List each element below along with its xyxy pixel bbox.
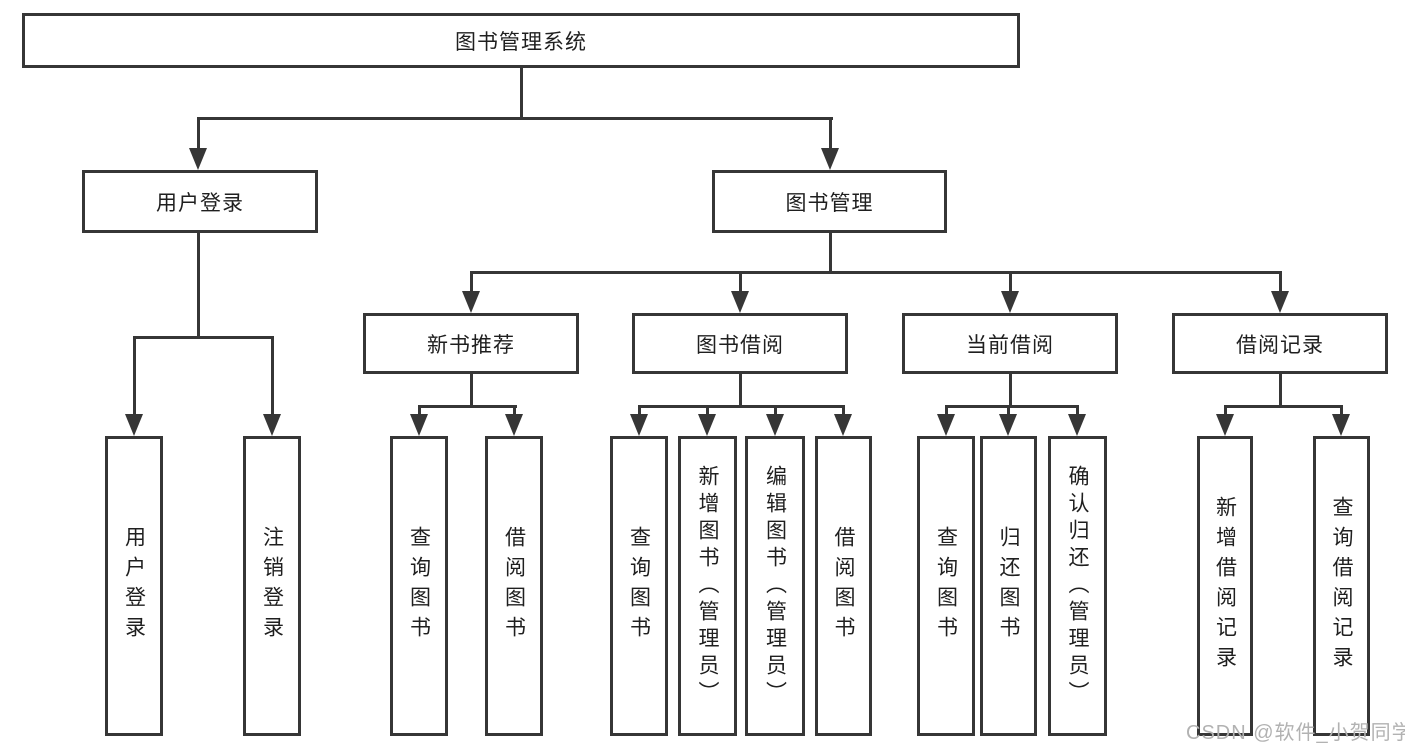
leaf-cb-query-book-label: 查询图书	[934, 526, 958, 646]
connector-borrowrecord-hbar	[1224, 405, 1343, 408]
arrow-book-borrow	[731, 291, 749, 313]
connector-newbook-stub	[470, 374, 473, 408]
node-new-book-recommend: 新书推荐	[363, 313, 579, 374]
leaf-bb-borrow-book: 借阅图书	[815, 436, 872, 736]
leaf-br-query-record: 查询借阅记录	[1313, 436, 1370, 736]
connector-bookborrow-stub	[739, 374, 742, 408]
connector-bookborrow-hbar	[638, 405, 845, 408]
leaf-logout-label: 注销登录	[260, 526, 284, 646]
leaf-br-query-record-label: 查询借阅记录	[1330, 496, 1353, 676]
node-borrow-record: 借阅记录	[1172, 313, 1388, 374]
connector-drop-book-mgmt	[829, 118, 832, 154]
connector-userlogin-hbar	[133, 336, 274, 339]
connector-drop-br-query	[1340, 406, 1343, 420]
leaf-cb-confirm-return-admin-label: 确认归还（管理员）	[1066, 464, 1089, 708]
leaf-cb-confirm-return-admin: 确认归还（管理员）	[1048, 436, 1107, 736]
leaf-bb-edit-book-admin: 编辑图书（管理员）	[745, 436, 805, 736]
arrow-user-login	[189, 148, 207, 170]
leaf-bb-add-book-admin-label: 新增图书（管理员）	[696, 464, 719, 708]
arrow-br-add	[1216, 414, 1234, 436]
connector-userlogin-stub	[197, 233, 200, 339]
connector-drop-nb-borrow	[513, 406, 516, 420]
node-user-login: 用户登录	[82, 170, 318, 233]
arrow-cb-query	[937, 414, 955, 436]
connector-drop-br-add	[1224, 406, 1227, 420]
connector-currentborrow-hbar	[945, 405, 1079, 408]
connector-bookmgmt-stub	[829, 233, 832, 274]
connector-currentborrow-stub	[1009, 374, 1012, 408]
node-book-management: 图书管理	[712, 170, 947, 233]
connector-borrowrecord-stub	[1279, 374, 1282, 408]
leaf-cb-query-book: 查询图书	[917, 436, 975, 736]
connector-drop-user-login	[197, 118, 200, 154]
connector-drop-bb-edit	[774, 406, 777, 420]
arrow-bb-add	[698, 414, 716, 436]
leaf-user-login: 用户登录	[105, 436, 163, 736]
arrow-new-book	[462, 291, 480, 313]
connector-drop-cb-confirm	[1076, 406, 1079, 420]
arrow-nb-query	[410, 414, 428, 436]
connector-drop-leaf-login	[133, 337, 136, 420]
connector-drop-bb-query	[638, 406, 641, 420]
arrow-borrow-record	[1271, 291, 1289, 313]
arrow-bb-edit	[766, 414, 784, 436]
arrow-book-mgmt	[821, 148, 839, 170]
node-root-library-system: 图书管理系统	[22, 13, 1020, 68]
arrow-nb-borrow	[505, 414, 523, 436]
connector-drop-nb-query	[418, 406, 421, 420]
leaf-bb-query-book: 查询图书	[610, 436, 668, 736]
leaf-br-add-record-label: 新增借阅记录	[1213, 496, 1237, 676]
leaf-bb-borrow-book-label: 借阅图书	[832, 526, 855, 646]
connector-drop-borrow-record	[1279, 272, 1282, 297]
connector-drop-current-borrow	[1009, 272, 1012, 297]
arrow-br-query	[1332, 414, 1350, 436]
leaf-nb-query-book: 查询图书	[390, 436, 448, 736]
leaf-user-login-label: 用户登录	[122, 526, 146, 646]
connector-newbook-hbar	[418, 405, 517, 408]
arrow-bb-borrow	[834, 414, 852, 436]
leaf-nb-borrow-book-label: 借阅图书	[502, 526, 526, 646]
arrow-leaf-logout	[263, 414, 281, 436]
connector-drop-bb-add	[706, 406, 709, 420]
leaf-nb-query-book-label: 查询图书	[407, 526, 431, 646]
connector-drop-cb-query	[945, 406, 948, 420]
leaf-bb-query-book-label: 查询图书	[627, 526, 651, 646]
connector-level1-hbar	[197, 117, 833, 120]
leaf-bb-add-book-admin: 新增图书（管理员）	[678, 436, 737, 736]
leaf-nb-borrow-book: 借阅图书	[485, 436, 543, 736]
node-book-borrow: 图书借阅	[632, 313, 848, 374]
arrow-current-borrow	[1001, 291, 1019, 313]
connector-root-stub	[520, 68, 523, 120]
connector-drop-new-book	[470, 272, 473, 297]
arrow-leaf-login	[125, 414, 143, 436]
connector-drop-bb-borrow	[842, 406, 845, 420]
arrow-cb-return	[999, 414, 1017, 436]
connector-drop-leaf-logout	[271, 337, 274, 420]
leaf-cb-return-book-label: 归还图书	[997, 526, 1020, 646]
connector-drop-cb-return	[1007, 406, 1010, 420]
leaf-logout: 注销登录	[243, 436, 301, 736]
arrow-cb-confirm	[1068, 414, 1086, 436]
arrow-bb-query	[630, 414, 648, 436]
leaf-cb-return-book: 归还图书	[980, 436, 1037, 736]
connector-drop-book-borrow	[739, 272, 742, 297]
leaf-br-add-record: 新增借阅记录	[1197, 436, 1253, 736]
leaf-bb-edit-book-admin-label: 编辑图书（管理员）	[763, 464, 787, 708]
node-current-borrow: 当前借阅	[902, 313, 1118, 374]
csdn-watermark: CSDN @软件_小贺同学	[1186, 722, 1405, 744]
connector-level2-hbar	[470, 271, 1282, 274]
